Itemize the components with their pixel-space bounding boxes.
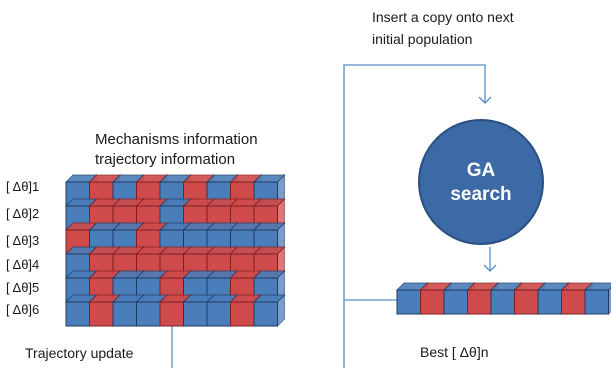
grid-cell-r6-c4-front <box>137 302 161 326</box>
row-label-4: [ Δθ]4 <box>6 257 39 272</box>
best-cell-7-front <box>538 290 562 314</box>
best-label: Best [ Δθ]n <box>420 344 489 360</box>
best-cell-5-front <box>491 290 515 314</box>
grid-cell-r6-c1-front <box>66 302 90 326</box>
grid-cell-r6-c9 <box>254 295 285 326</box>
grid-cell-r6-c9-front <box>254 302 278 326</box>
insert-copy-line-2: initial population <box>372 28 514 50</box>
best-cell-2-front <box>421 290 445 314</box>
row-label-3: [ Δθ]3 <box>6 233 39 248</box>
grid-cell-r6-c6-front <box>184 302 208 326</box>
best-cell-4-front <box>468 290 492 314</box>
grid-cell-r6-c5-front <box>160 302 184 326</box>
best-cell-3-front <box>444 290 468 314</box>
best-cell-6-front <box>515 290 539 314</box>
row-label-5: [ Δθ]5 <box>6 280 39 295</box>
best-cell-9-front <box>585 290 609 314</box>
insert-copy-text: Insert a copy onto next initial populati… <box>372 6 514 50</box>
ga-label-line-1: GA <box>421 159 541 183</box>
grid-cell-r6-c2-front <box>90 302 114 326</box>
grid-cell-r6-c7-front <box>207 302 231 326</box>
grid-cell-r6-c3-front <box>113 302 137 326</box>
best-chromosome <box>397 283 611 314</box>
best-cell-9 <box>585 283 611 314</box>
insert-copy-line-1: Insert a copy onto next <box>372 6 514 28</box>
mechanisms-line-1: Mechanisms information <box>95 130 258 150</box>
best-cell-1-front <box>397 290 421 314</box>
trajectory-update-text: Trajectory update <box>25 345 133 361</box>
ga-label-line-2: search <box>421 183 541 207</box>
grid-cell-r6-c8-front <box>231 302 255 326</box>
population-grid <box>66 175 285 326</box>
row-label-2: [ Δθ]2 <box>6 206 39 221</box>
mechanisms-line-2: trajectory information <box>95 150 258 170</box>
best-cell-8-front <box>562 290 586 314</box>
row-label-6: [ Δθ]6 <box>6 302 39 317</box>
mechanisms-text: Mechanisms information trajectory inform… <box>95 130 258 170</box>
row-label-1: [ Δθ]1 <box>6 179 39 194</box>
